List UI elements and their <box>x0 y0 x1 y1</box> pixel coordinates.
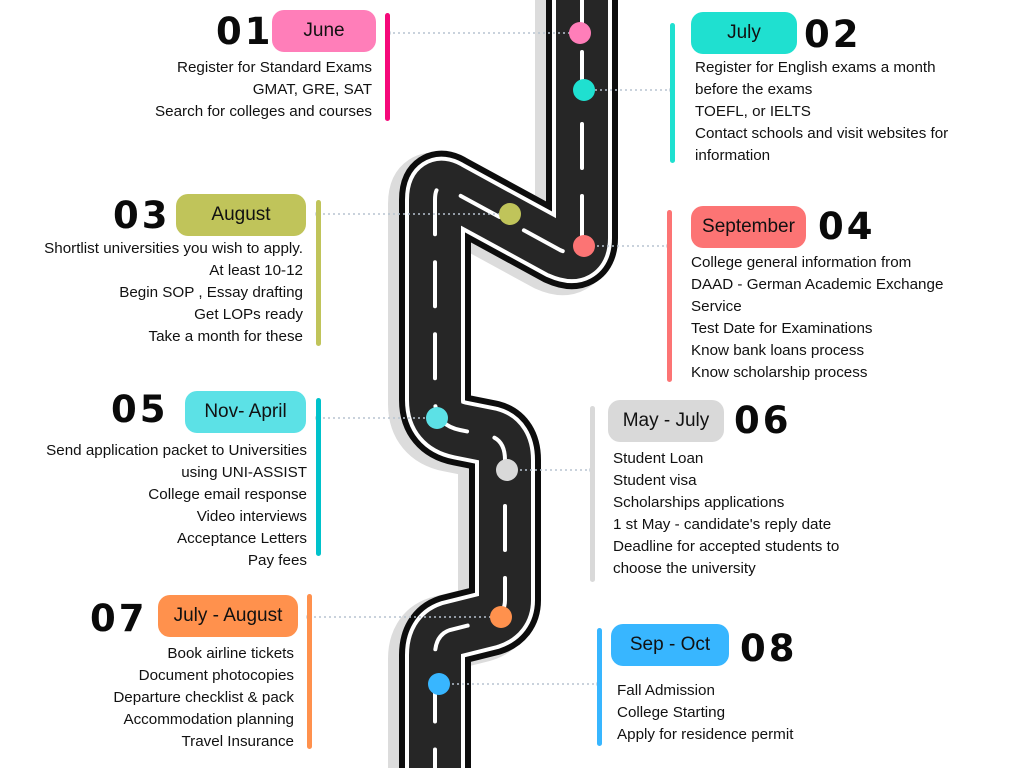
step-item: Acceptance Letters <box>176 530 307 547</box>
step-item: Register for English exams a month <box>695 59 936 76</box>
milestone-marker-08 <box>428 673 450 695</box>
step-item: Shortlist universities you wish to apply… <box>44 240 303 257</box>
step-item: Service <box>691 298 742 315</box>
step-number: 08 <box>740 627 798 670</box>
step-item: College general information from <box>691 254 912 271</box>
step-number: 07 <box>90 597 148 640</box>
step-item: 1 st May - candidate's reply date <box>613 516 832 533</box>
step-item: Test Date for Examinations <box>691 320 873 337</box>
step-item: Apply for residence permit <box>617 726 794 743</box>
milestone-marker-02 <box>573 79 595 101</box>
period-badge: June <box>272 10 376 52</box>
step-items: Student Loan Student visa Scholarships a… <box>613 448 839 580</box>
step-items: College general information from DAAD - … <box>691 252 943 384</box>
step-item: Search for colleges and courses <box>155 103 372 120</box>
step-item: choose the university <box>613 560 756 577</box>
step-item: GMAT, GRE, SAT <box>252 81 372 98</box>
accent-bar <box>316 398 321 556</box>
milestone-marker-05 <box>426 407 448 429</box>
step-item: Fall Admission <box>617 682 715 699</box>
accent-bar <box>316 200 321 346</box>
step-item: Book airline tickets <box>167 645 294 662</box>
milestone-marker-03 <box>499 203 521 225</box>
period-badge: September <box>691 206 806 248</box>
milestone-markers <box>426 22 595 695</box>
road-path <box>388 0 618 768</box>
step-number: 03 <box>113 194 171 237</box>
step-number: 05 <box>111 388 169 431</box>
step-item: College Starting <box>617 704 726 721</box>
step-item: Departure checklist & pack <box>113 689 294 706</box>
step-item: Contact schools and visit websites for <box>695 125 949 142</box>
period-badge: May - July <box>608 400 724 442</box>
step-item: before the exams <box>695 81 813 98</box>
step-item: Deadline for accepted students to <box>613 538 840 555</box>
step-item: Travel Insurance <box>181 733 294 750</box>
period-badge: August <box>176 194 306 236</box>
step-item: Document photocopies <box>138 667 294 684</box>
step-number: 06 <box>734 399 792 442</box>
step-item: DAAD - German Academic Exchange <box>691 276 944 293</box>
step-number: 04 <box>818 205 876 248</box>
accent-bar <box>590 406 595 582</box>
accent-bar <box>597 628 602 746</box>
step-item: Accommodation planning <box>123 711 294 728</box>
step-item: using UNI-ASSIST <box>181 464 307 481</box>
step-items: Shortlist universities you wish to apply… <box>44 238 303 348</box>
step-item: Scholarships applications <box>613 494 785 511</box>
accent-bar <box>385 13 390 121</box>
period-badge: July - August <box>158 595 298 637</box>
step-item: Take a month for these <box>148 328 304 345</box>
step-item: Know scholarship process <box>691 364 868 381</box>
step-items: Send application packet to Universities … <box>46 440 307 572</box>
accent-bar <box>667 210 672 382</box>
step-item: Video interviews <box>196 508 307 525</box>
step-item: Know bank loans process <box>691 342 865 359</box>
period-badge: July <box>691 12 797 54</box>
step-item: College email response <box>148 486 307 503</box>
step-item: Student visa <box>613 472 697 489</box>
milestone-marker-06 <box>496 459 518 481</box>
milestone-marker-07 <box>490 606 512 628</box>
step-item: Begin SOP , Essay drafting <box>119 284 303 301</box>
step-item: Send application packet to Universities <box>46 442 307 459</box>
milestone-marker-04 <box>573 235 595 257</box>
milestone-marker-01 <box>569 22 591 44</box>
accent-bar <box>670 23 675 163</box>
step-items: Book airline tickets Document photocopie… <box>113 643 294 753</box>
period-badge: Sep - Oct <box>611 624 729 666</box>
step-number: 02 <box>804 13 862 56</box>
step-item: TOEFL, or IELTS <box>695 103 811 120</box>
step-items: Fall Admission College Starting Apply fo… <box>617 680 793 746</box>
step-item: Get LOPs ready <box>194 306 303 323</box>
step-item: information <box>695 147 771 164</box>
step-items: Register for Standard Exams GMAT, GRE, S… <box>155 57 372 123</box>
road-center-line <box>433 0 584 768</box>
accent-bar <box>307 594 312 749</box>
step-item: Pay fees <box>247 552 307 569</box>
step-number: 01 <box>216 10 274 53</box>
road-asphalt <box>409 0 608 768</box>
step-item: Register for Standard Exams <box>177 59 372 76</box>
step-item: Student Loan <box>613 450 704 467</box>
period-badge: Nov- April <box>185 391 306 433</box>
step-items: Register for English exams a month befor… <box>695 57 948 167</box>
step-item: At least 10-12 <box>209 262 303 279</box>
